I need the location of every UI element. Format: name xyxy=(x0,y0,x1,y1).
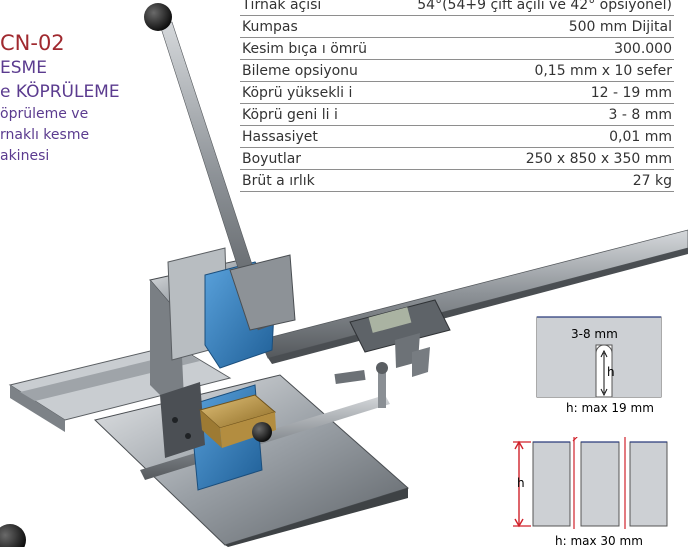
spec-value: 300.000 xyxy=(384,37,674,60)
lever-knob-icon xyxy=(144,3,172,31)
spec-value: 27 kg xyxy=(384,169,674,192)
machine-body xyxy=(149,247,277,491)
spec-value: 12 - 19 mm xyxy=(384,81,674,104)
spec-label: Köprü geni li i xyxy=(240,103,385,126)
spec-value: 0,15 mm x 10 sefer xyxy=(384,59,674,82)
spec-value: 54°(54+9 çift açılı ve 42° opsiyonel) xyxy=(384,0,674,16)
subtitle-line-2: e KÖPRÜLEME xyxy=(0,82,120,102)
description-line-2: rnaklı kesme xyxy=(0,127,90,143)
spec-label: Kumpas xyxy=(240,15,385,38)
bridge-width-label: 3-8 mm xyxy=(571,327,618,341)
bridge-h-label: h xyxy=(607,365,615,379)
cut-max-label: h: max 30 mm xyxy=(555,534,643,547)
spec-label: Bileme opsiyonu xyxy=(240,59,385,82)
spec-label: Boyutlar xyxy=(240,147,385,170)
spec-label: Köprü yüksekli i xyxy=(240,81,385,104)
spec-label: Brüt a ırlık xyxy=(240,169,385,192)
spec-value: 250 x 850 x 350 mm xyxy=(384,147,674,170)
description-line-1: öprüleme ve xyxy=(0,106,89,122)
description-line-3: akinesi xyxy=(0,148,50,164)
bridge-max-label: h: max 19 mm xyxy=(566,401,654,415)
lever-handle xyxy=(144,3,296,331)
corner-knob-icon xyxy=(0,524,26,547)
model-name: CN-02 xyxy=(0,31,65,55)
subtitle-line-1: ESME xyxy=(0,58,47,78)
cut-h-label: h xyxy=(517,476,525,490)
product-title-block: CN-02 ESME e KÖPRÜLEME öprüleme ve rnakl… xyxy=(0,30,200,167)
spec-label: Tırnak açısı xyxy=(240,0,385,16)
spec-value: 0,01 mm xyxy=(384,125,674,148)
spec-value: 3 - 8 mm xyxy=(384,103,674,126)
spec-label: Hassasiyet xyxy=(240,125,385,148)
digital-caliper xyxy=(349,299,451,377)
bridge-diagram: h 3-8 mm h: max 19 mm xyxy=(536,316,662,415)
spec-label: Kesim bıça ı ömrü xyxy=(240,37,385,60)
spec-value: 500 mm Dijital xyxy=(384,15,674,38)
cut-diagram: h h: max 30 mm xyxy=(513,437,668,547)
